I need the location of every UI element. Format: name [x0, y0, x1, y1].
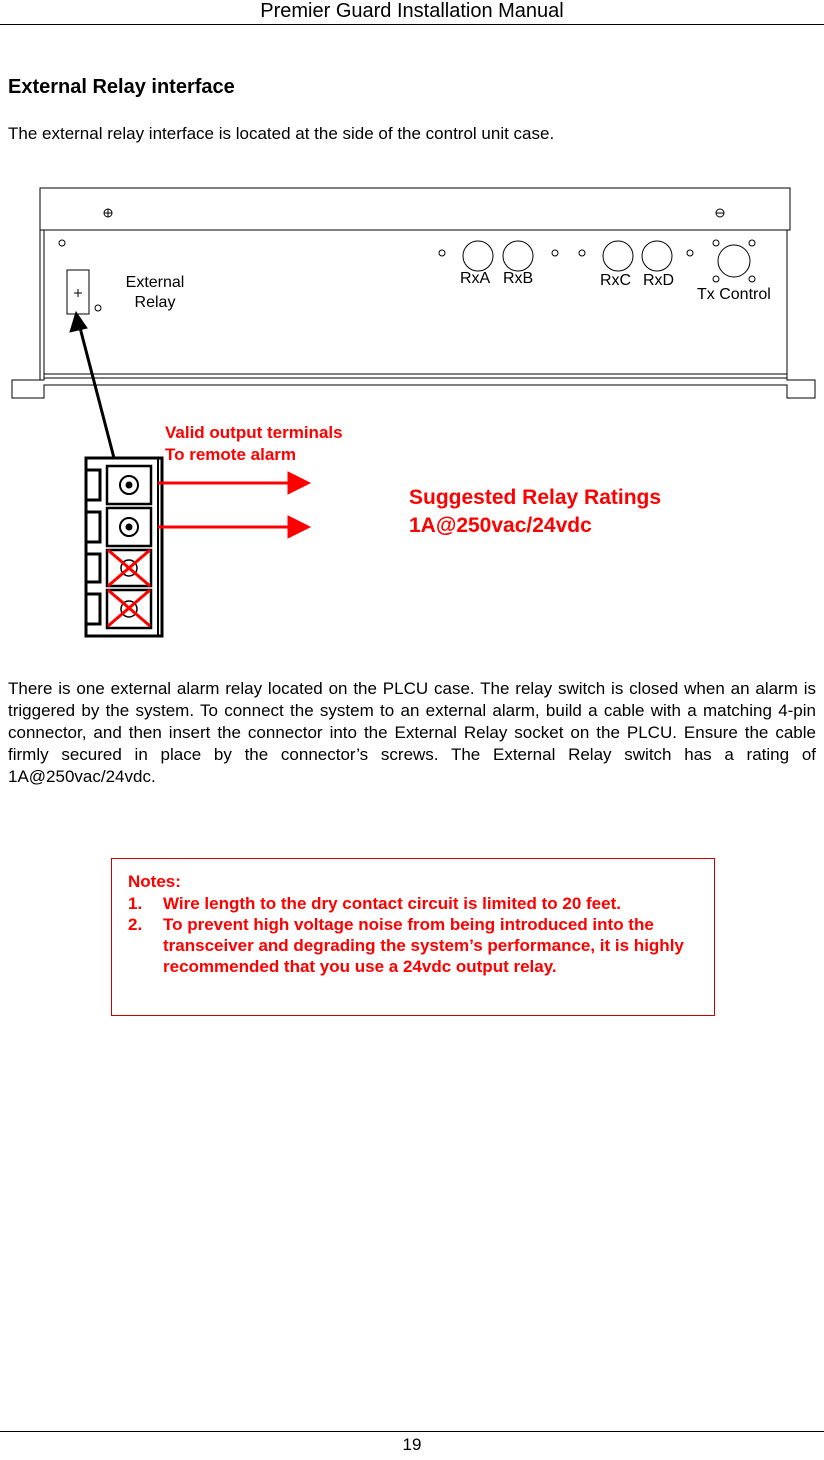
page-number: 19	[402, 1435, 422, 1454]
pointer-arrow	[69, 310, 116, 459]
external-relay-socket	[66, 269, 90, 315]
screw-icon	[103, 208, 113, 218]
intro-text: The external relay interface is located …	[8, 124, 555, 143]
external-relay-label: External Relay	[125, 274, 185, 311]
rxd-label: RxD	[643, 272, 675, 289]
tx-control-label: Tx Control	[697, 286, 771, 303]
page-footer: 19	[0, 1431, 824, 1460]
notes-title: Notes:	[128, 872, 181, 891]
rxb-label: RxB	[503, 270, 534, 287]
valid-output-label: Valid output terminals To remote alarm	[165, 423, 343, 464]
relay-ratings-label: Suggested Relay Ratings 1A@250vac/24vdc	[409, 486, 662, 537]
panel-hole-icon	[58, 239, 756, 312]
rxa-label: RxA	[460, 270, 491, 287]
page-header: Premier Guard Installation Manual	[0, 0, 824, 25]
note-number: 2.	[128, 915, 143, 934]
control-unit-drawing	[11, 187, 816, 638]
relay-interface-figure: External Relay RxA RxB RxC RxD Tx Contro…	[0, 180, 824, 650]
notes-box: Notes: 1. Wire length to the dry contact…	[111, 858, 715, 1016]
section-title: External Relay interface	[8, 76, 235, 98]
note-text: To prevent high voltage noise from being…	[163, 915, 684, 976]
note-text: Wire length to the dry contact circuit i…	[163, 894, 621, 913]
terminal-block	[84, 456, 164, 638]
output-arrow	[158, 471, 312, 539]
invalid-terminal-x-icon	[107, 548, 151, 628]
manual-title: Premier Guard Installation Manual	[260, 0, 564, 22]
case-panel	[11, 230, 816, 399]
rx-connector-icon	[462, 240, 673, 272]
rxc-label: RxC	[600, 272, 632, 289]
case-top-rail	[39, 187, 791, 380]
screw-icon	[715, 208, 725, 218]
note-number: 1.	[128, 894, 143, 913]
body-paragraph: There is one external alarm relay locate…	[8, 679, 816, 786]
tx-control-connector-icon	[717, 244, 751, 278]
